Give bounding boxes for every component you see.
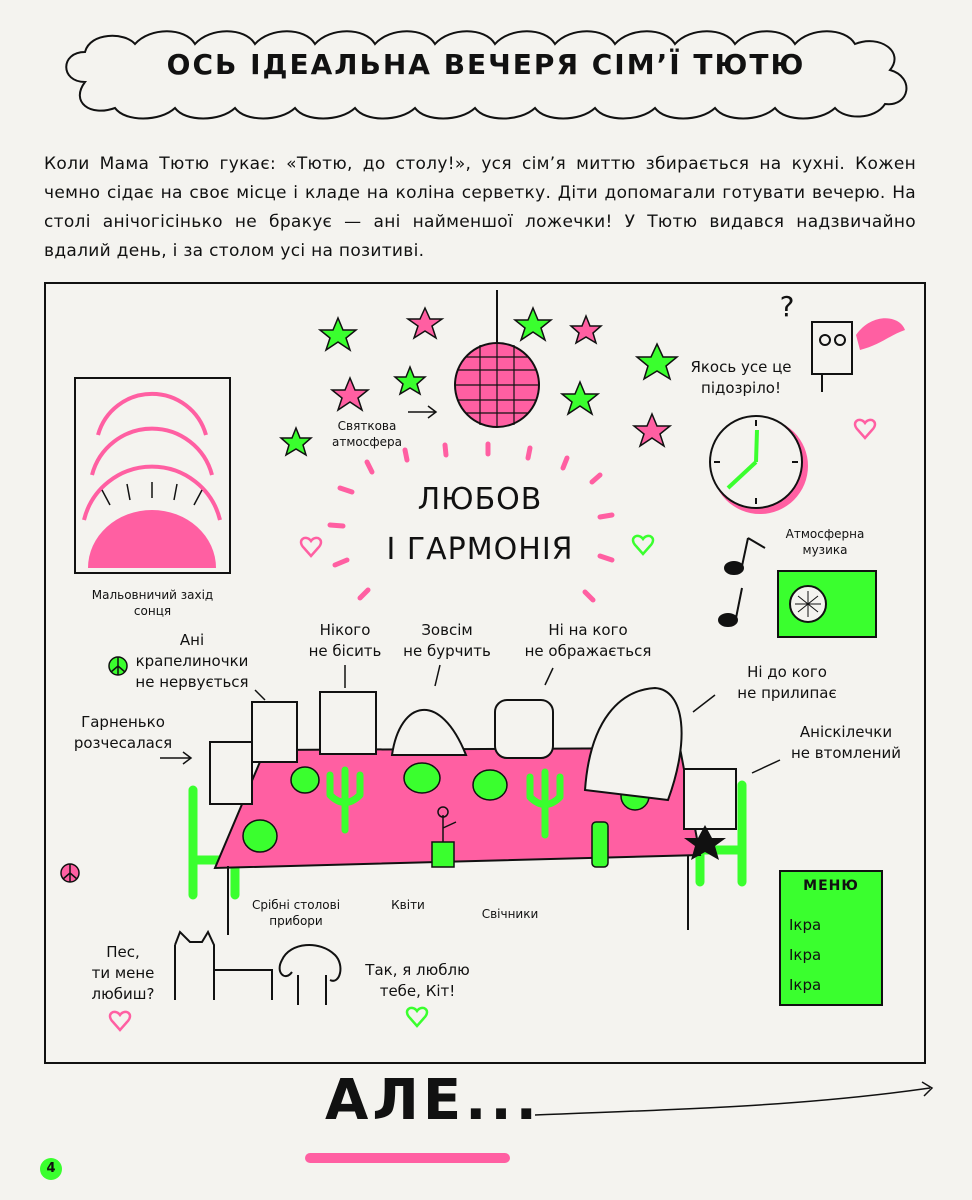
menu-item: Ікра [789,946,822,964]
label-flowers: Квіти [391,898,425,912]
label-cat-question: Пес, ти мене любиш? [91,943,155,1003]
music-note-icon [718,537,766,627]
page-number: 4 [40,1158,62,1180]
disco-ball-icon [454,342,540,428]
menu-item: Ікра [789,976,822,994]
label-suspicious: Якось усе це підозріло! [690,358,792,397]
menu-title: МЕНЮ [803,878,859,894]
label-nobody-angry: Нікого не бісить [308,621,382,660]
peace-icon [108,656,128,676]
label-sunset: Мальовничий захід сонця [91,588,214,618]
star-icon [279,306,680,457]
clock-icon [709,415,808,514]
label-combed: Гарненько розчесалася [73,713,173,752]
label-no-stick: Ні до кого не прилипає [737,663,837,702]
title-cloud-outline [65,30,908,120]
character-glasses [319,691,377,755]
heart-icon [108,418,877,1032]
label-cutlery: Срібні столові прибори [251,898,341,928]
love-text-line2: І ГАРМОНІЯ [386,532,574,567]
flower-vase [431,806,457,868]
label-nobody-offended: Ні на кого не ображається [524,621,652,660]
character-curly [494,699,554,759]
character-mom [209,741,253,805]
label-nobody-grumble: Зовсім не бурчить [403,621,491,660]
bottle-icon [591,821,609,868]
family-members [209,686,737,830]
dog-icon [278,943,342,1005]
character-long-hair [390,708,468,756]
star-badge-icon [684,825,726,860]
menu-item: Ікра [789,916,822,934]
character-tired [683,768,737,830]
radio-icon [777,570,877,638]
peace-icon [60,863,80,883]
cat-icon [174,929,273,1000]
character-ghost [583,686,683,802]
sunset-window [74,377,231,574]
label-music: Атмосферна музика [785,527,865,557]
page-title: ОСЬ ІДЕАЛЬНА ВЕЧЕРЯ СІМ’Ї ТЮТЮ [166,48,806,81]
love-text-line1: ЛЮБОВ [417,482,543,517]
star-icon [329,306,673,448]
ending-text: АЛЕ... [325,1068,541,1133]
illustration-frame [44,282,926,1064]
love-rays [327,441,615,603]
menu-board: МЕНЮ Ікра Ікра Ікра [779,870,883,1006]
label-festive: Святкова атмосфера [332,419,402,449]
label-dog-answer: Так, я люблю тебе, Кіт! [365,961,470,1000]
label-nervous: Ані крапелиночки не нервується [135,631,249,691]
intro-paragraph: Коли Мама Тютю гукає: «Тютю, до столу!»,… [44,154,916,261]
arrow-icon [160,405,934,1116]
heart-icon [405,534,655,1028]
label-not-tired: Аніскілечки не втомлений [791,723,901,762]
character-kid [251,701,298,763]
label-question-mark: ? [779,290,795,323]
robot-icon [811,318,905,392]
candelabra-icon [326,766,564,839]
label-candles: Свічники [481,907,539,921]
